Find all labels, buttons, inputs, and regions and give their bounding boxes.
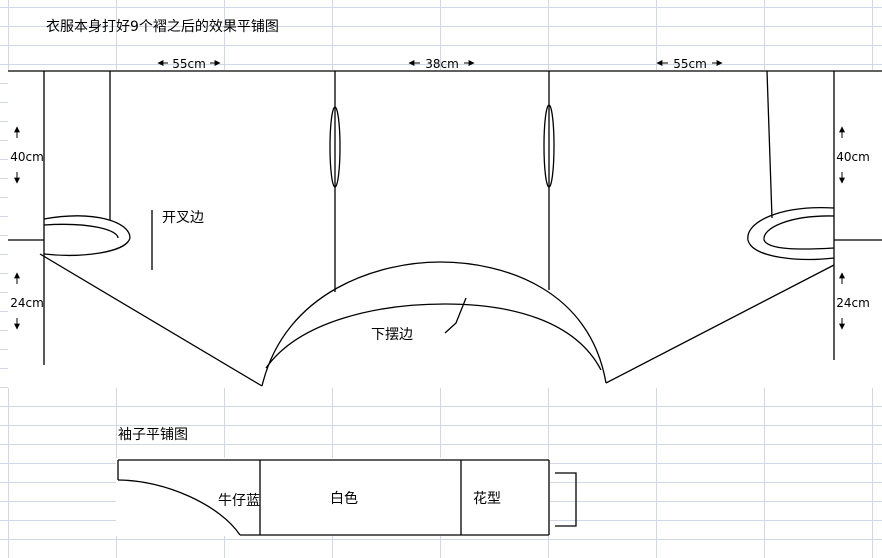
- left-slit-curl-bottom: [43, 237, 131, 256]
- sleeve-outline: [117, 459, 577, 536]
- sleeve-backdrop: [116, 458, 550, 536]
- right-slit-curl-inner: [763, 215, 835, 250]
- left-pleat-oval: [329, 106, 341, 188]
- hem-arch-outer: [261, 261, 607, 387]
- hem-pointer-line: [444, 297, 467, 334]
- right-inner-line: [766, 70, 773, 219]
- slit-edge-label: 开叉边: [162, 210, 204, 226]
- right-pleat-oval: [543, 104, 555, 188]
- right-slit-curl-outer: [747, 207, 835, 261]
- dim-label-lower-left: 24cm: [10, 296, 44, 310]
- dim-label-top-left: 55cm: [172, 57, 206, 71]
- sleeve-bracket: [555, 472, 577, 527]
- left-slit-curl-inner: [43, 223, 119, 239]
- hem-arch-inner: [265, 303, 602, 371]
- sleeve-pattern-label: 花型: [473, 491, 501, 507]
- dim-label-upper-right: 40cm: [836, 150, 870, 164]
- sleeve-cuff-curve: [117, 479, 241, 536]
- dim-label-top-right: 55cm: [673, 57, 707, 71]
- left-slit-curl-outer: [43, 215, 131, 239]
- dim-label-top-center: 38cm: [425, 57, 459, 71]
- right-diagonal-edge: [605, 264, 835, 384]
- drawing-backdrop: [8, 70, 882, 388]
- dim-label-lower-right: 24cm: [836, 296, 870, 310]
- dimension-arrows: [14, 60, 845, 330]
- body-outline: [8, 70, 882, 387]
- sleeve-denim-label: 牛仔蓝: [218, 493, 260, 509]
- left-diagonal-edge: [39, 253, 263, 387]
- dim-label-upper-left: 40cm: [10, 150, 44, 164]
- main-title: 衣服本身打好9个褶之后的效果平铺图: [46, 18, 279, 35]
- sleeve-title: 袖子平铺图: [118, 427, 188, 443]
- hem-edge-label: 下摆边: [371, 327, 413, 343]
- sleeve-white-label: 白色: [330, 490, 358, 507]
